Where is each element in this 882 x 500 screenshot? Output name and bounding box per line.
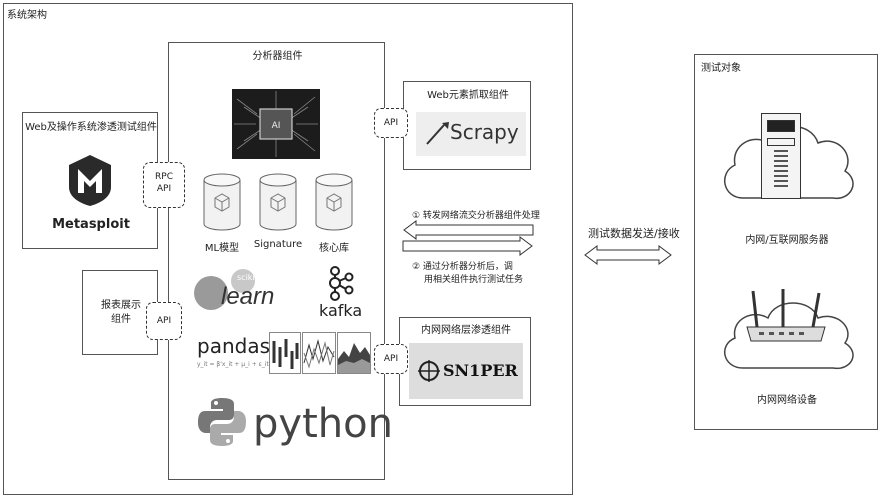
signature-store: [258, 172, 298, 232]
send-receive-label: 测试数据发送/接收: [588, 227, 680, 240]
send-receive-arrow: [584, 245, 672, 265]
intranet-pentest-title: 内网网络层渗透组件: [421, 325, 511, 336]
router-icon: [743, 289, 829, 345]
server-icon: [761, 113, 801, 199]
sklearn-scikit-text: scikit: [237, 273, 258, 282]
metasploit-text: Metasploit: [52, 217, 130, 232]
ml-model-store: [202, 172, 242, 232]
analyzer-title: 分析器组件: [252, 51, 303, 62]
intranet-api-label: API: [383, 354, 399, 364]
report-api-label: API: [156, 316, 172, 326]
kafka-text: kafka: [319, 301, 363, 320]
metasploit-logo: [67, 153, 113, 207]
sklearn-learn-text: learn: [221, 283, 275, 310]
report-component: 报表展示组件: [82, 270, 158, 355]
web-crawl-api-connector: API: [374, 108, 408, 138]
rpc-api-label: API: [156, 184, 172, 194]
python-logo: [195, 395, 255, 455]
web-os-pentest-title: Web及操作系统渗透测试组件: [25, 122, 157, 133]
back-flow-label-1: ② 通过分析器分析后，调: [412, 262, 513, 272]
forward-flow-label: ① 转发网络流交分析器组件处理: [412, 211, 540, 221]
report-api-connector: API: [146, 302, 182, 340]
intranet-api-connector: API: [374, 344, 408, 374]
report-title: 报表展示组件: [83, 299, 159, 327]
kafka-logo: kafka: [317, 265, 367, 321]
chip-text: AI: [272, 121, 281, 131]
bar-thumbnail: [269, 332, 301, 374]
back-arrow: [402, 236, 533, 256]
line-thumbnail: [302, 332, 336, 374]
store-label-signature: Signature: [253, 239, 303, 250]
intranet-pentest-component: 内网网络层渗透组件 SN1PER: [399, 317, 531, 406]
web-crawl-component: Web元素抓取组件 Scrapy: [403, 81, 531, 170]
sklearn-logo: scikit learn: [191, 265, 291, 315]
area-thumbnail: [337, 332, 371, 374]
report-title-text: 报表展示组件: [101, 300, 141, 325]
back-flow-label-2: 用相关组件执行测试任务: [424, 275, 524, 285]
web-os-pentest-component: Web及操作系统渗透测试组件 Metasploit: [22, 112, 158, 249]
pandas-text: pandas: [197, 334, 270, 358]
web-crawl-api-label: API: [383, 118, 399, 128]
web-crawl-title: Web元素抓取组件: [427, 90, 509, 101]
analyzer-component: 分析器组件 AI ML模型 Si: [168, 42, 393, 480]
ai-chip-image: AI: [232, 89, 320, 159]
core-library-store: [314, 172, 354, 232]
scrapy-text: Scrapy: [450, 120, 519, 144]
scrapy-logo: Scrapy: [416, 112, 526, 156]
pandas-formula: y_it = β'x_it + μ_i + ε_it: [197, 361, 269, 368]
rpc-api-connector: RPC API: [143, 162, 185, 208]
store-label-core: 核心库: [319, 243, 349, 254]
test-targets-title: 测试对象: [701, 63, 741, 74]
server-label: 内网/互联网服务器: [745, 235, 829, 246]
system-title: 系统架构: [7, 10, 47, 21]
rpc-label: RPC: [155, 172, 173, 182]
sn1per-logo: SN1PER: [409, 343, 523, 399]
device-label: 内网网络设备: [757, 395, 817, 406]
store-label-ml: ML模型: [204, 243, 240, 254]
python-text: python: [253, 401, 393, 447]
test-targets-frame: 测试对象 内网/互联网服务器 内网网络设备: [694, 54, 878, 430]
sn1per-text: SN1PER: [443, 361, 518, 380]
forward-arrow: [403, 220, 534, 240]
